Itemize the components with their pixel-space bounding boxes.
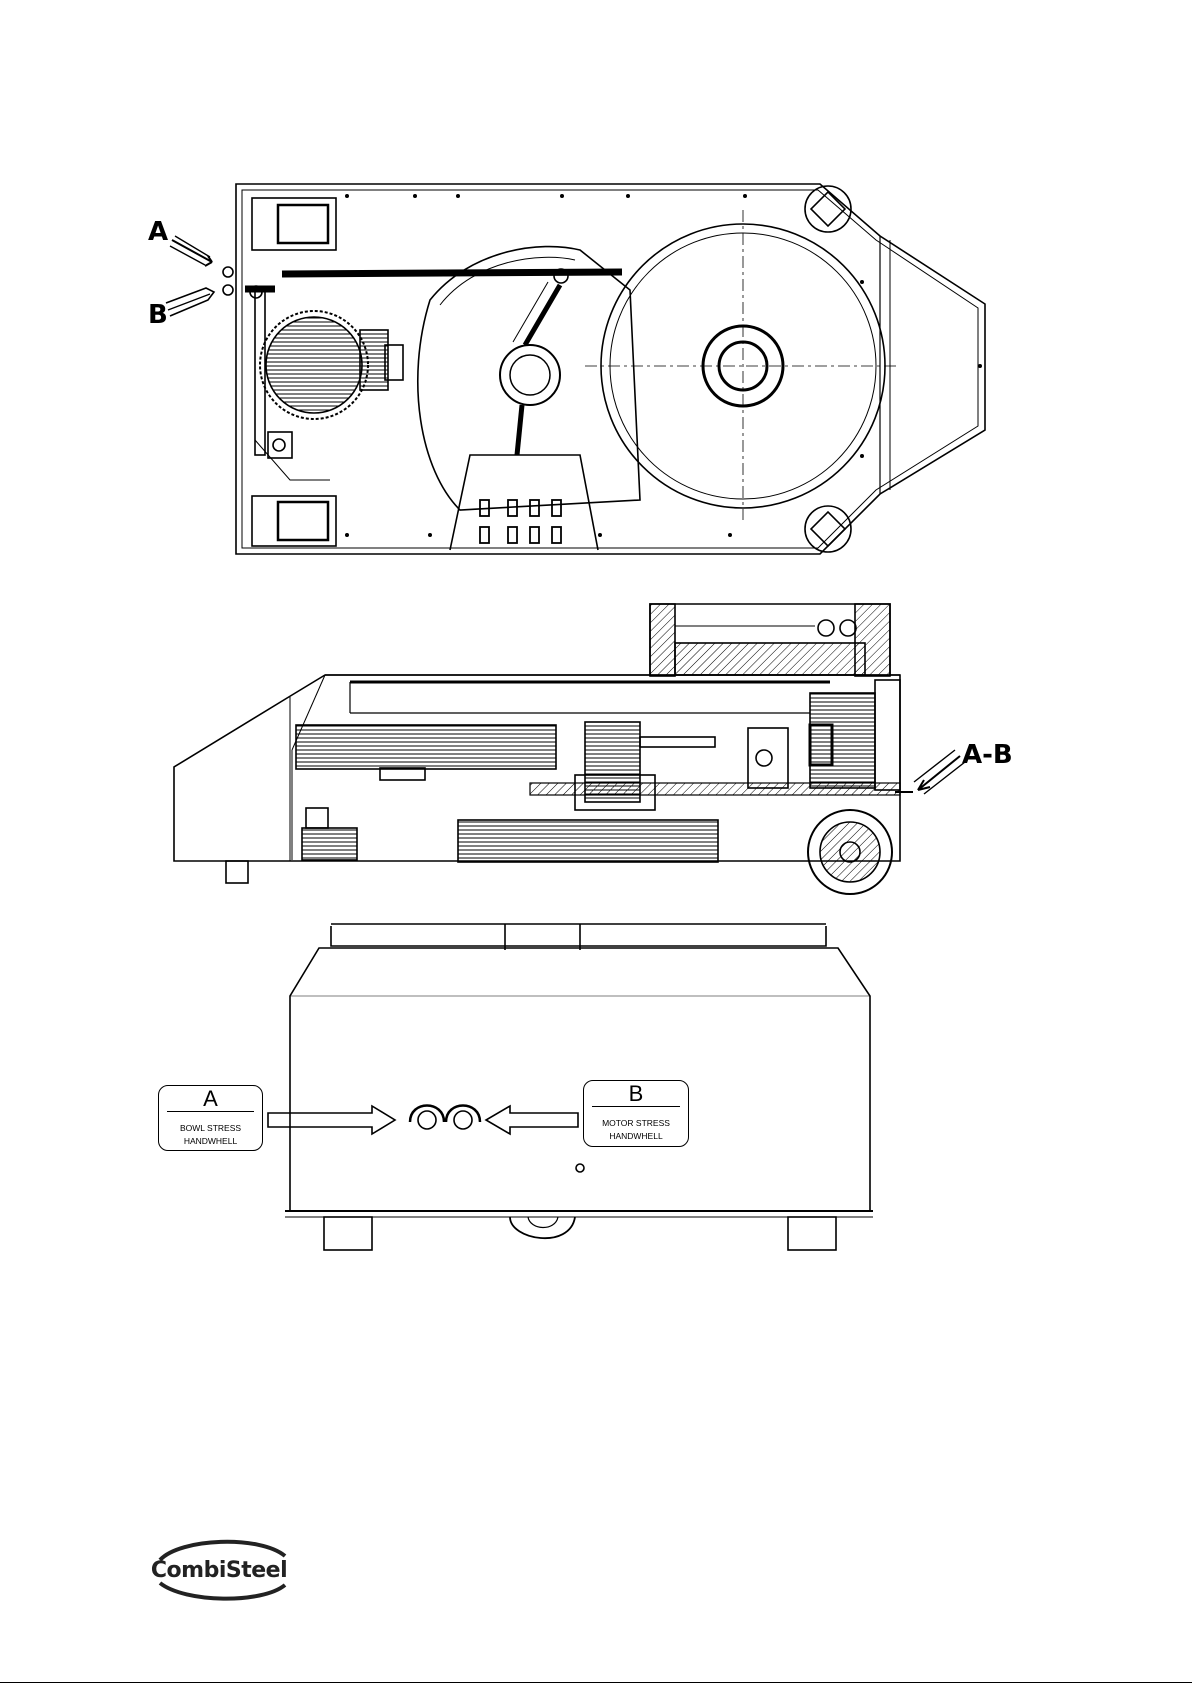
tag-a-letter: A <box>167 1086 254 1112</box>
tag-a-text: BOWL STRESS HANDWHELL <box>159 1112 262 1148</box>
bracket <box>450 455 598 550</box>
lower-pulley <box>458 820 718 862</box>
bottom-left-caster <box>252 496 336 546</box>
arrow-tag-a <box>268 1106 395 1134</box>
motor-stress-handwheel-tag: B MOTOR STRESS HANDWHELL <box>583 1080 689 1147</box>
callout-label-a: A <box>148 219 168 245</box>
motor <box>266 317 362 413</box>
tension-rod-a <box>282 272 622 274</box>
upper-pulley <box>296 725 556 769</box>
arrow-a-top <box>172 240 212 266</box>
bowl-stress-handwheel-tag: A BOWL STRESS HANDWHELL <box>158 1085 263 1151</box>
side-view <box>174 604 965 894</box>
top-view <box>166 184 985 554</box>
tag-b-letter: B <box>592 1081 680 1107</box>
combisteel-logo: CombiSteel <box>146 1539 292 1601</box>
tag-b-text: MOTOR STRESS HANDWHELL <box>584 1107 688 1143</box>
callout-label-a-b: A-B <box>962 742 1013 768</box>
drive-drum <box>418 247 640 510</box>
logo-text: CombiSteel <box>146 1558 292 1583</box>
callout-label-b: B <box>148 302 168 328</box>
footer-rule <box>0 1682 1192 1683</box>
front-view <box>268 924 873 1250</box>
arrow-tag-b <box>486 1106 578 1134</box>
arrow-ab <box>918 756 960 790</box>
handwheel-b <box>454 1111 472 1129</box>
handwheel-a <box>418 1111 436 1129</box>
